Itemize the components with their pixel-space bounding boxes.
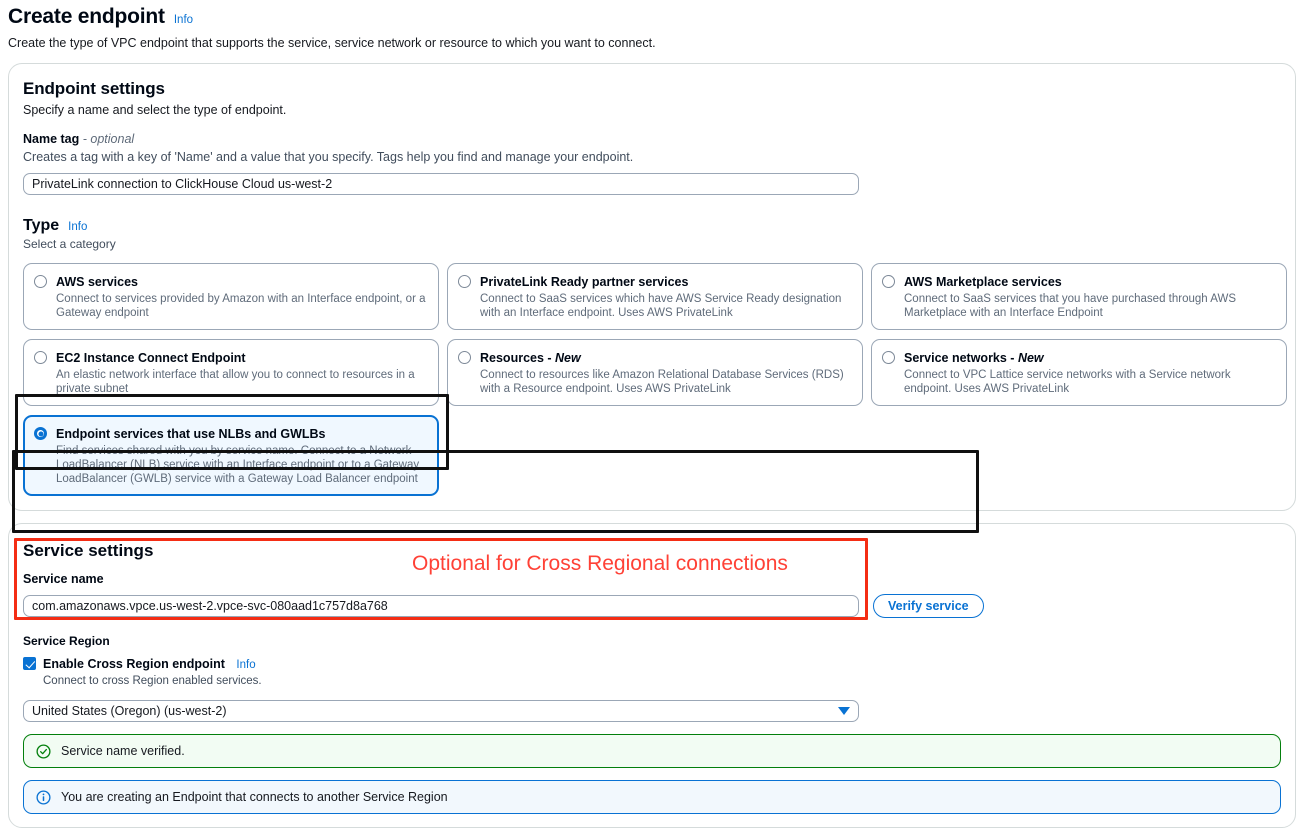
verify-service-button[interactable]: Verify service bbox=[873, 594, 984, 618]
type-option-description: Find services shared with you by service… bbox=[56, 445, 420, 485]
page-title-row: Create endpoint Info bbox=[8, 4, 1296, 30]
enable-cross-region-label: Enable Cross Region endpoint bbox=[43, 657, 225, 671]
name-tag-optional-suffix: - optional bbox=[82, 132, 135, 146]
alert-text: You are creating an Endpoint that connec… bbox=[61, 790, 448, 804]
enable-cross-region-checkbox[interactable] bbox=[23, 657, 36, 670]
service-region-select-wrap: United States (Oregon) (us-west-2) bbox=[23, 700, 859, 722]
name-tag-field: Name tag - optional Creates a tag with a… bbox=[23, 131, 1281, 195]
type-option-resources[interactable]: Resources - New Connect to resources lik… bbox=[447, 339, 863, 406]
type-label: Type bbox=[23, 217, 60, 234]
service-region-select[interactable]: United States (Oregon) (us-west-2) bbox=[23, 700, 859, 722]
type-option-title: Resources - New bbox=[480, 351, 581, 365]
type-info-link[interactable]: Info bbox=[68, 221, 88, 233]
page-subtitle: Create the type of VPC endpoint that sup… bbox=[8, 36, 656, 50]
service-name-label: Service name bbox=[23, 572, 104, 586]
cross-region-info-link[interactable]: Info bbox=[236, 659, 256, 671]
type-option-endpoint-services-nlb-gwlb[interactable]: Endpoint services that use NLBs and GWLB… bbox=[23, 415, 439, 496]
check-circle-icon bbox=[36, 743, 51, 759]
type-option-description: Connect to SaaS services which have AWS … bbox=[480, 293, 842, 319]
service-name-row: Verify service bbox=[23, 594, 1281, 618]
page-header: Create endpoint Info Create the type of … bbox=[0, 0, 1304, 51]
service-region-selected-value: United States (Oregon) (us-west-2) bbox=[32, 704, 227, 718]
name-tag-input[interactable] bbox=[23, 173, 859, 195]
type-description: Select a category bbox=[23, 237, 116, 251]
type-option-description: Connect to services provided by Amazon w… bbox=[56, 293, 426, 319]
alert-text: Service name verified. bbox=[61, 744, 185, 758]
enable-cross-region-row[interactable]: Enable Cross Region endpoint Info Connec… bbox=[23, 655, 1281, 689]
service-settings-panel: Service settings Service name Verify ser… bbox=[8, 523, 1296, 828]
type-option-ec2-instance-connect-endpoint[interactable]: EC2 Instance Connect Endpoint An elastic… bbox=[23, 339, 439, 406]
name-tag-description: Creates a tag with a key of 'Name' and a… bbox=[23, 150, 634, 164]
radio-icon[interactable] bbox=[458, 351, 471, 364]
radio-icon[interactable] bbox=[34, 351, 47, 364]
endpoint-settings-subtitle: Specify a name and select the type of en… bbox=[23, 103, 287, 117]
page-info-link[interactable]: Info bbox=[173, 14, 194, 26]
type-option-description: An elastic network interface that allow … bbox=[56, 369, 415, 395]
service-settings-title: Service settings bbox=[23, 541, 154, 560]
type-option-grid: AWS services Connect to services provide… bbox=[23, 263, 1287, 496]
service-region-label: Service Region bbox=[23, 634, 110, 648]
service-name-input[interactable] bbox=[23, 595, 859, 617]
name-tag-label-text: Name tag bbox=[23, 132, 80, 146]
type-option-title: Service networks - New bbox=[904, 351, 1044, 365]
type-option-title: AWS services bbox=[56, 275, 138, 289]
type-option-service-networks[interactable]: Service networks - New Connect to VPC La… bbox=[871, 339, 1287, 406]
type-option-privatelink-ready-partner-services[interactable]: PrivateLink Ready partner services Conne… bbox=[447, 263, 863, 330]
radio-icon[interactable] bbox=[882, 351, 895, 364]
page-title: Create endpoint bbox=[8, 5, 165, 28]
radio-icon[interactable] bbox=[34, 275, 47, 288]
radio-icon[interactable] bbox=[458, 275, 471, 288]
radio-icon[interactable] bbox=[882, 275, 895, 288]
service-name-verified-alert: Service name verified. bbox=[23, 734, 1281, 768]
endpoint-settings-title: Endpoint settings bbox=[23, 79, 165, 98]
info-circle-icon bbox=[36, 789, 51, 805]
radio-icon-selected[interactable] bbox=[34, 427, 47, 440]
endpoint-settings-panel: Endpoint settings Specify a name and sel… bbox=[8, 63, 1296, 511]
type-option-description: Connect to VPC Lattice service networks … bbox=[904, 369, 1231, 395]
enable-cross-region-description: Connect to cross Region enabled services… bbox=[43, 675, 262, 687]
type-option-title: Endpoint services that use NLBs and GWLB… bbox=[56, 427, 326, 441]
type-header-row: Type Info bbox=[23, 216, 1281, 236]
type-option-title: PrivateLink Ready partner services bbox=[480, 275, 689, 289]
type-option-description: Connect to resources like Amazon Relatio… bbox=[480, 369, 844, 395]
type-option-aws-marketplace-services[interactable]: AWS Marketplace services Connect to SaaS… bbox=[871, 263, 1287, 330]
name-tag-label: Name tag - optional bbox=[23, 131, 1281, 147]
cross-region-endpoint-info-alert: You are creating an Endpoint that connec… bbox=[23, 780, 1281, 814]
service-region-block: Service Region Enable Cross Region endpo… bbox=[23, 632, 1281, 722]
type-option-aws-services[interactable]: AWS services Connect to services provide… bbox=[23, 263, 439, 330]
type-option-description: Connect to SaaS services that you have p… bbox=[904, 293, 1236, 319]
type-option-title: AWS Marketplace services bbox=[904, 275, 1062, 289]
type-option-title: EC2 Instance Connect Endpoint bbox=[56, 351, 246, 365]
